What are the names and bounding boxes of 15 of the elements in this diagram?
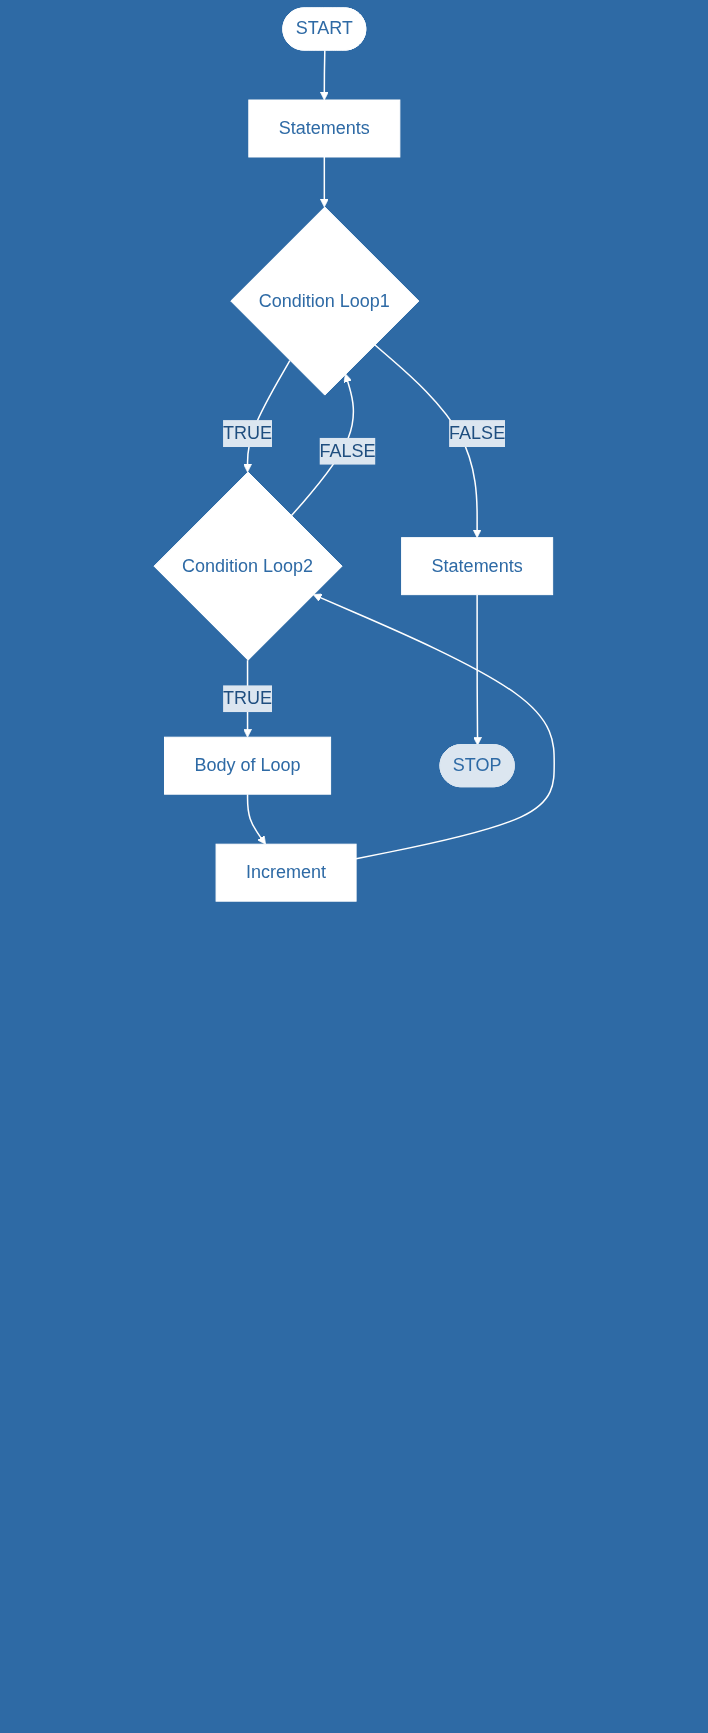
arrow — [473, 593, 482, 746]
arrow — [312, 593, 555, 860]
edge-label: FALSE — [319, 440, 376, 461]
edge-label: TRUE — [222, 423, 272, 444]
edge-label: TRUE — [222, 688, 272, 709]
node-diamond: Condition Loop2 — [153, 471, 343, 661]
node-box: Statements — [248, 99, 401, 158]
node-box: Statements — [401, 537, 554, 596]
arrow — [319, 49, 329, 101]
node-box: Body of Loop — [163, 736, 331, 795]
node-diamond: Condition Loop1 — [230, 206, 420, 396]
arrow — [246, 793, 266, 845]
arrow — [319, 156, 329, 208]
edge-label: FALSE — [449, 423, 506, 444]
node-box: Increment — [215, 843, 357, 902]
